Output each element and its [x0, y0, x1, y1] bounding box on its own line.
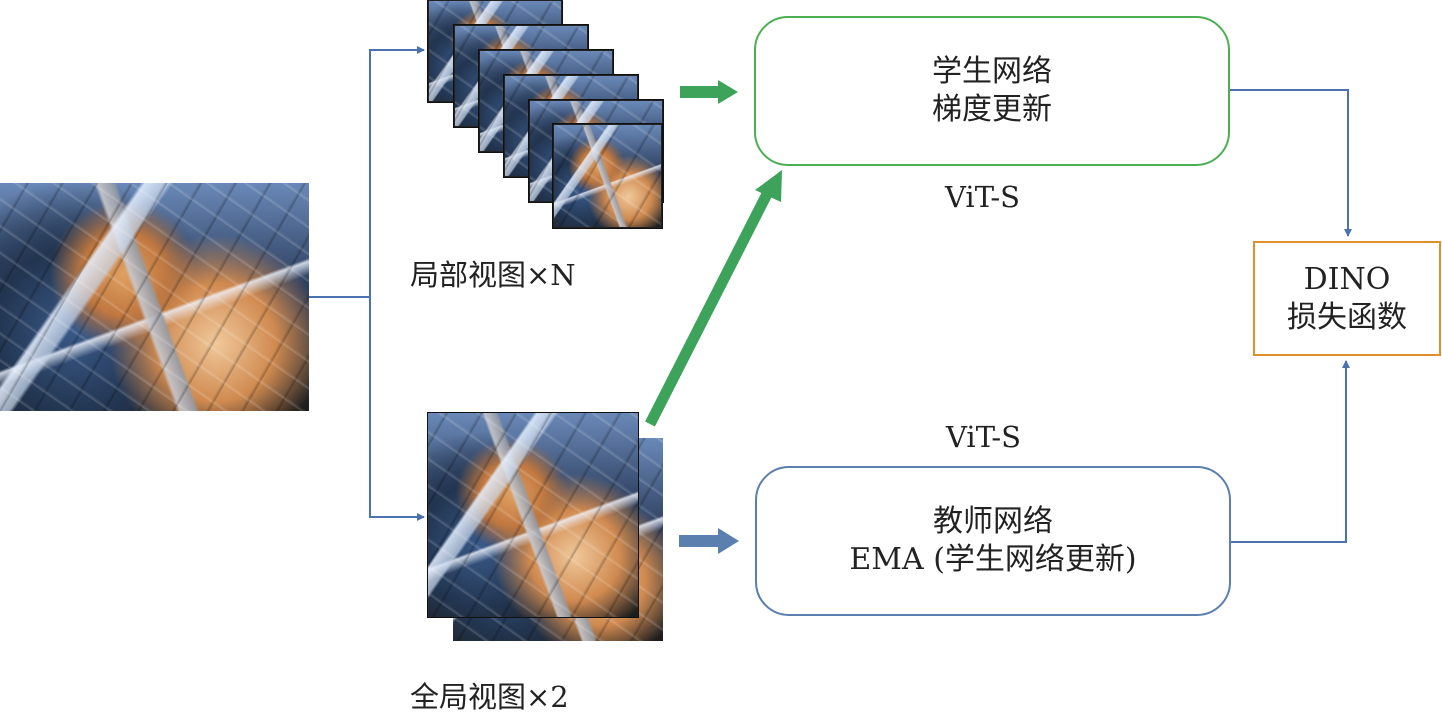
loss-subtitle: 损失函数: [1287, 299, 1407, 335]
local-to-student-arrow: [680, 80, 738, 104]
local-views-label: 局部视图×N: [410, 258, 576, 292]
global-to-teacher-arrow: [679, 528, 739, 554]
teacher-to-loss-connector: [1231, 360, 1350, 543]
teacher-arch-label: ViT-S: [946, 420, 1021, 454]
student-title: 学生网络: [932, 54, 1052, 89]
input-image: [0, 183, 309, 411]
teacher-subtitle: EMA (学生网络更新): [849, 542, 1137, 577]
teacher-network-box: 教师网络 EMA (学生网络更新): [755, 466, 1231, 616]
student-network-box: 学生网络 梯度更新: [754, 16, 1230, 166]
local-view-image: [553, 124, 662, 228]
teacher-title: 教师网络: [933, 504, 1053, 539]
split-connector-lower: [369, 297, 425, 521]
global-views-label: 全局视图×2: [410, 680, 569, 712]
student-to-loss-connector: [1230, 89, 1352, 237]
loss-title: DINO: [1303, 261, 1391, 297]
global-view-image: [428, 413, 638, 617]
split-connector: [309, 46, 425, 298]
student-subtitle: 梯度更新: [932, 92, 1052, 127]
dino-loss-box: DINO 损失函数: [1253, 241, 1441, 356]
global-to-student-arrow: [645, 170, 782, 427]
student-arch-label: ViT-S: [945, 180, 1020, 214]
